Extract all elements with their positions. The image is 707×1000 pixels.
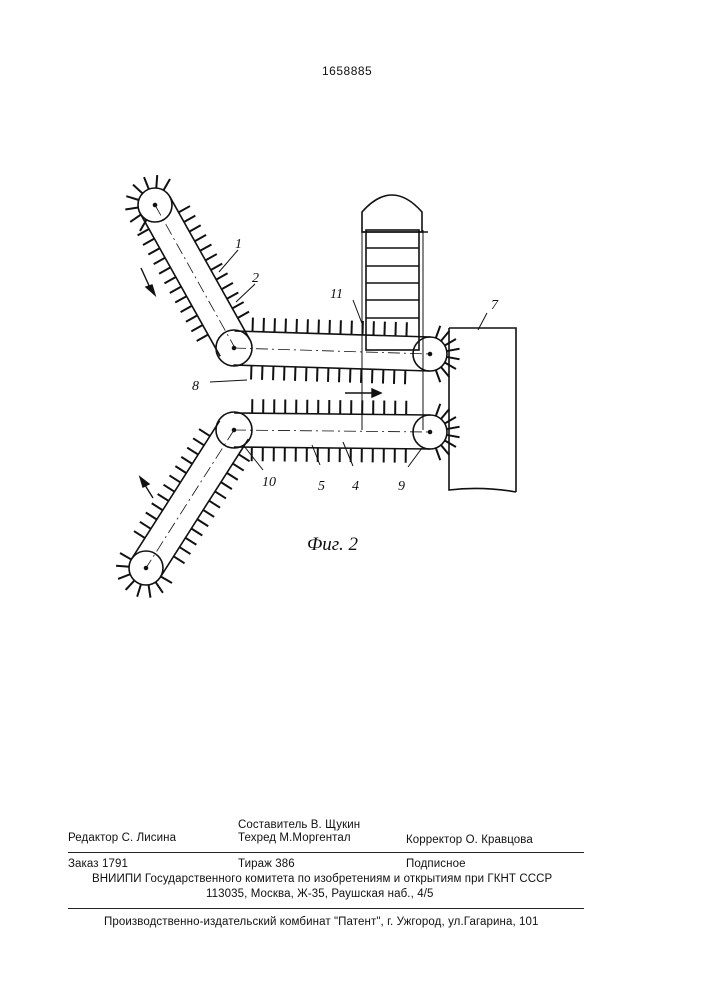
divider-top [68,852,584,853]
techred: Техред М.Моргентал [238,832,351,844]
label-8: 8 [192,379,199,394]
compiler: Составитель В. Щукин [238,819,360,831]
brush-bristles [0,0,460,598]
address-line: 113035, Москва, Ж-35, Раушская наб., 4/5 [206,888,433,900]
order: Заказ 1791 [68,858,128,870]
label-11: 11 [330,287,343,302]
label-10: 10 [262,475,276,490]
figure-2-drawing: 1 2 8 11 7 10 5 4 9 Фиг. 2 [0,0,707,620]
label-5: 5 [318,479,325,494]
corrector: Корректор О. Кравцова [406,834,533,846]
subscription: Подписное [406,858,466,870]
printer-line: Производственно-издательский комбинат "П… [104,916,539,928]
label-1: 1 [235,237,242,252]
divider-bottom [68,908,584,909]
circulation: Тираж 386 [238,858,295,870]
block-7 [449,328,516,492]
vniipi-line: ВНИИПИ Государственного комитета по изоб… [92,873,552,885]
label-7: 7 [491,298,499,313]
label-2: 2 [252,271,259,286]
figure-caption: Фиг. 2 [307,534,358,555]
label-9: 9 [398,479,405,494]
label-4: 4 [352,479,359,494]
editor: Редактор С. Лисина [68,832,176,844]
